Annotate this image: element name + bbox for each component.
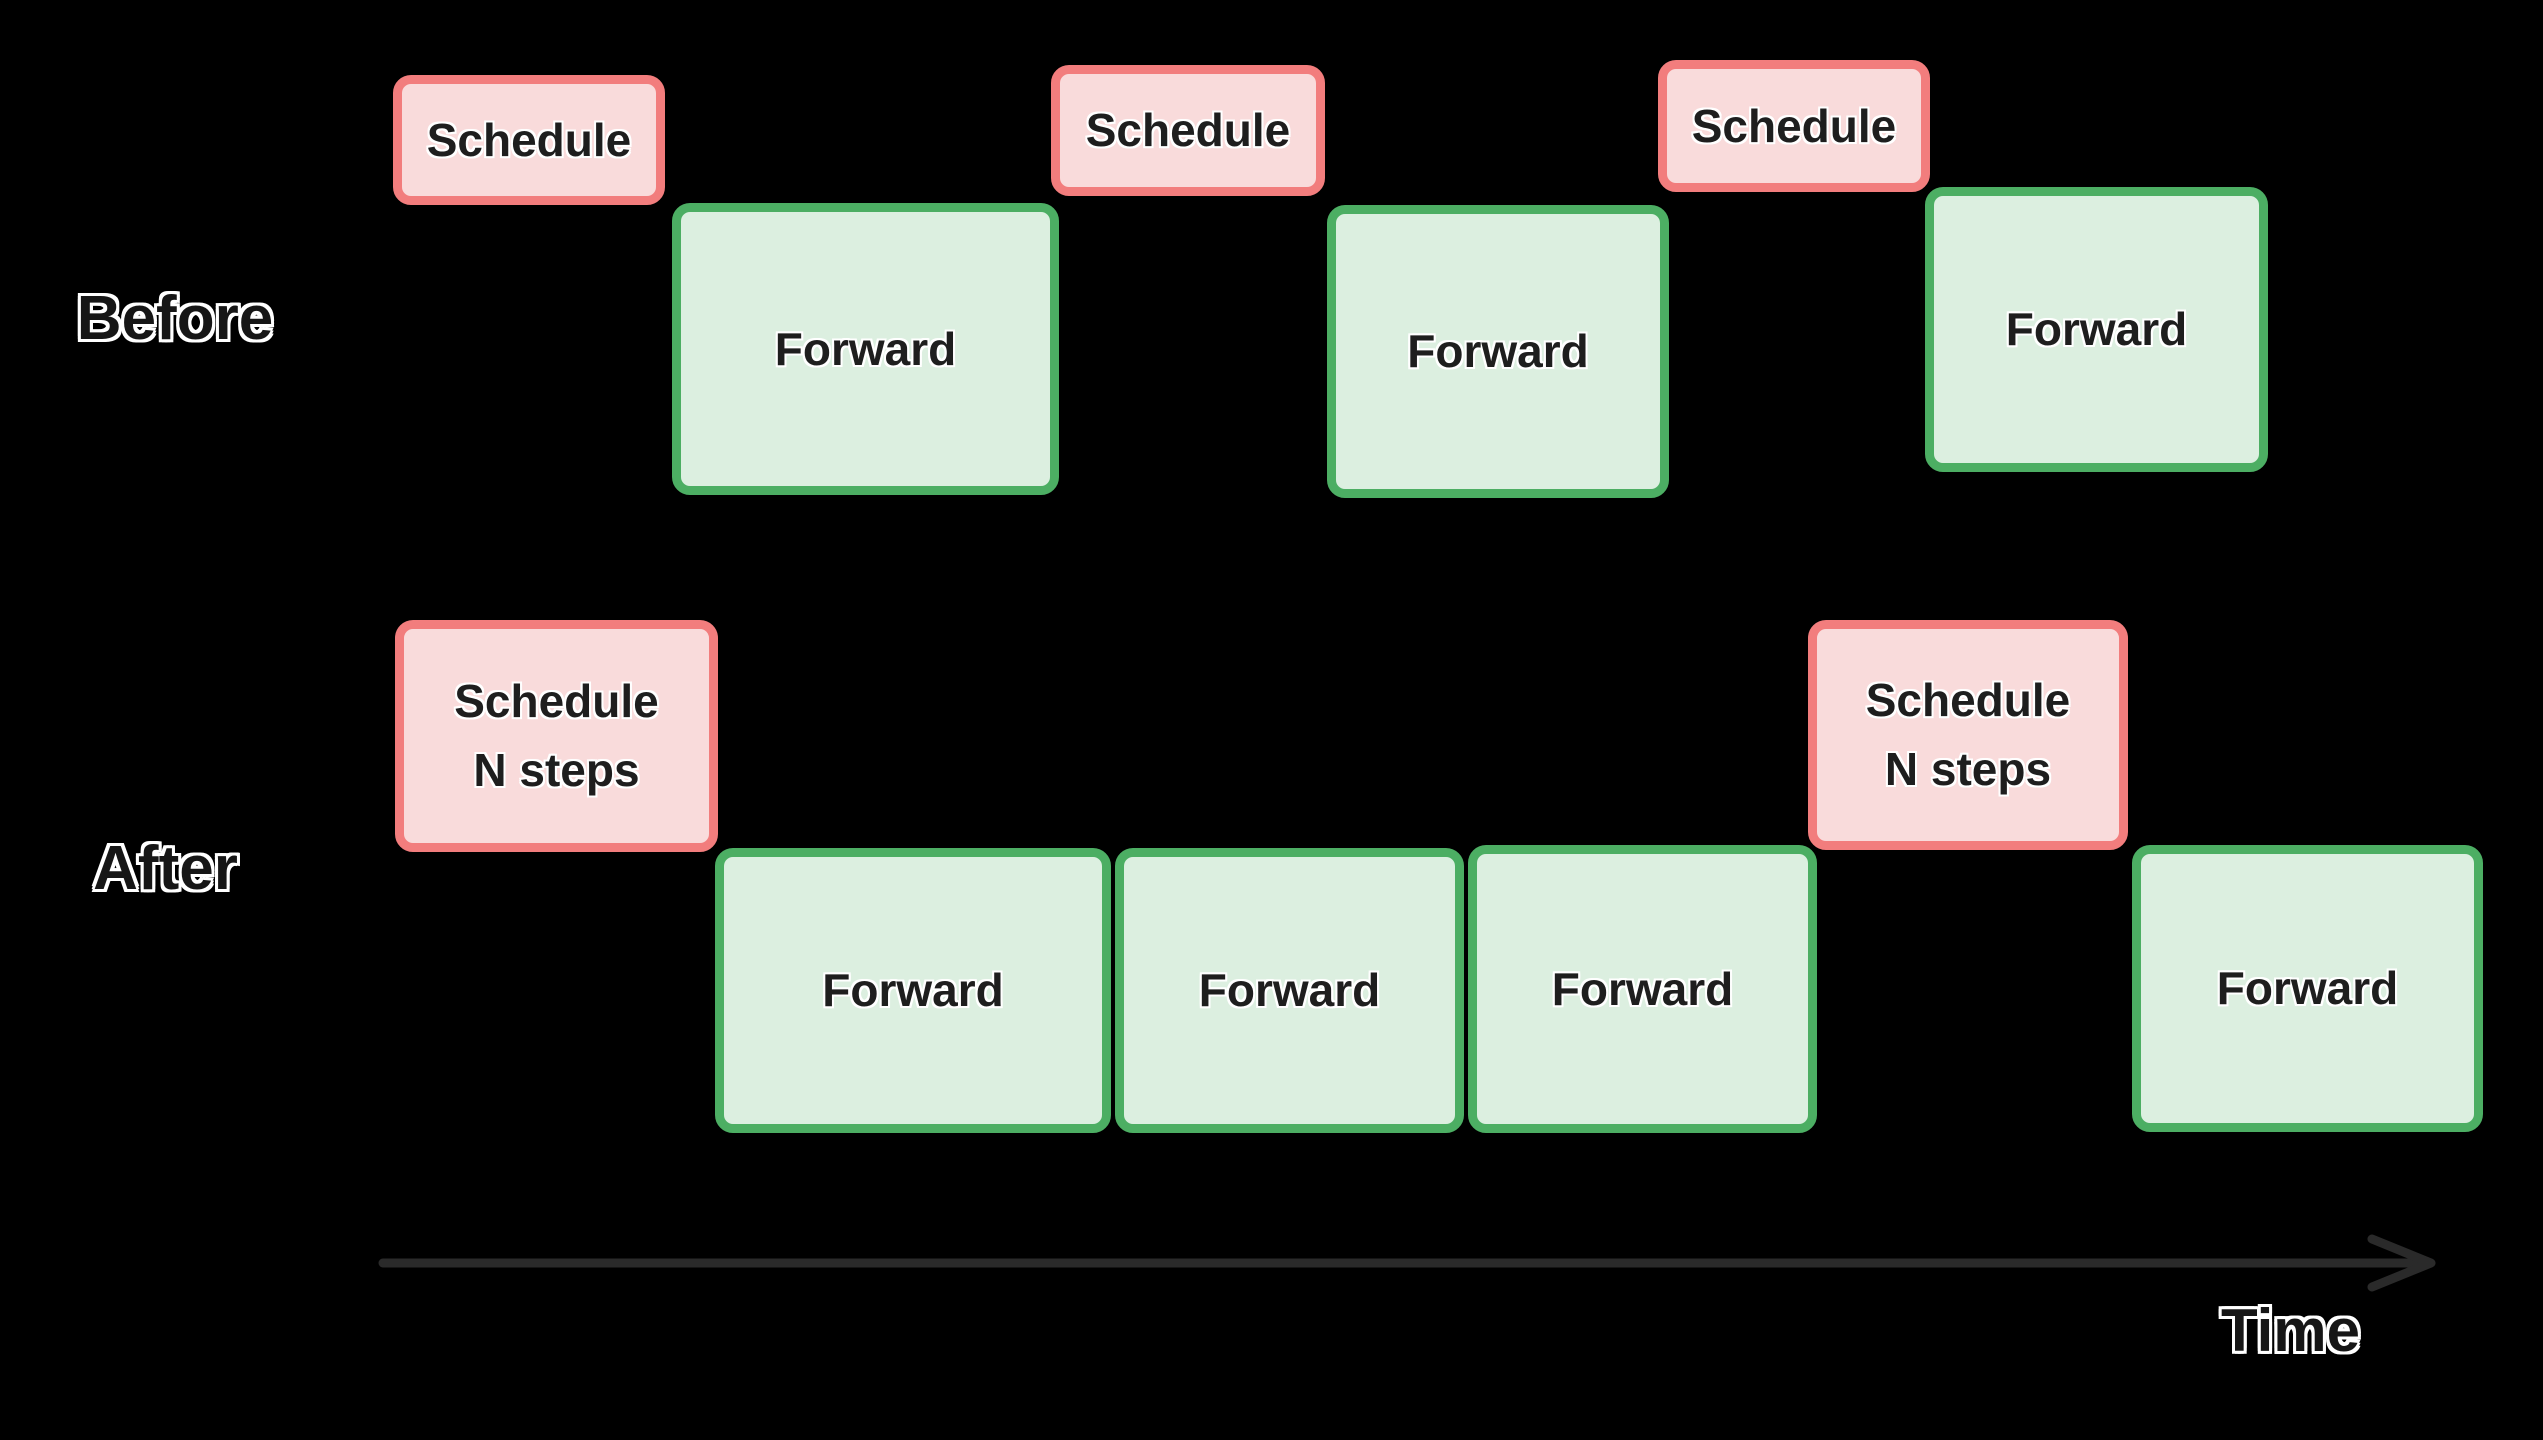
box-label: Schedule <box>426 113 632 166</box>
box-label: Schedule N steps <box>1865 674 2071 795</box>
box-label: Forward <box>2005 303 2188 355</box>
before-row-label: Before <box>76 284 274 353</box>
box-label: Schedule <box>1691 99 1897 152</box>
before-schedule-box-3: Schedule <box>1658 60 1930 192</box>
after-schedule-n-steps-box-1: Schedule N steps <box>395 620 718 852</box>
before-forward-box-1: Forward <box>672 203 1059 495</box>
box-label: Schedule N steps <box>454 675 659 796</box>
box-label: Forward <box>1198 964 1381 1016</box>
before-forward-box-2: Forward <box>1327 205 1669 498</box>
after-forward-box-2: Forward <box>1115 848 1464 1133</box>
time-axis-label: Time <box>2221 1297 2360 1364</box>
after-forward-box-1: Forward <box>715 848 1111 1133</box>
after-row-label: After <box>93 834 238 903</box>
box-label: Forward <box>774 322 957 375</box>
box-label: Schedule <box>1085 104 1291 156</box>
before-schedule-box-2: Schedule <box>1051 65 1325 196</box>
time-axis-arrowhead <box>2367 1234 2436 1292</box>
after-forward-box-3: Forward <box>1468 845 1817 1133</box>
box-label: Forward <box>1551 962 1734 1015</box>
box-label: Forward <box>1407 325 1589 377</box>
after-forward-box-4: Forward <box>2132 845 2483 1132</box>
box-label: Forward <box>822 964 1004 1016</box>
before-schedule-box-1: Schedule <box>393 75 665 205</box>
before-forward-box-3: Forward <box>1925 187 2268 472</box>
after-schedule-n-steps-box-2: Schedule N steps <box>1808 620 2128 850</box>
box-label: Forward <box>2216 962 2399 1014</box>
